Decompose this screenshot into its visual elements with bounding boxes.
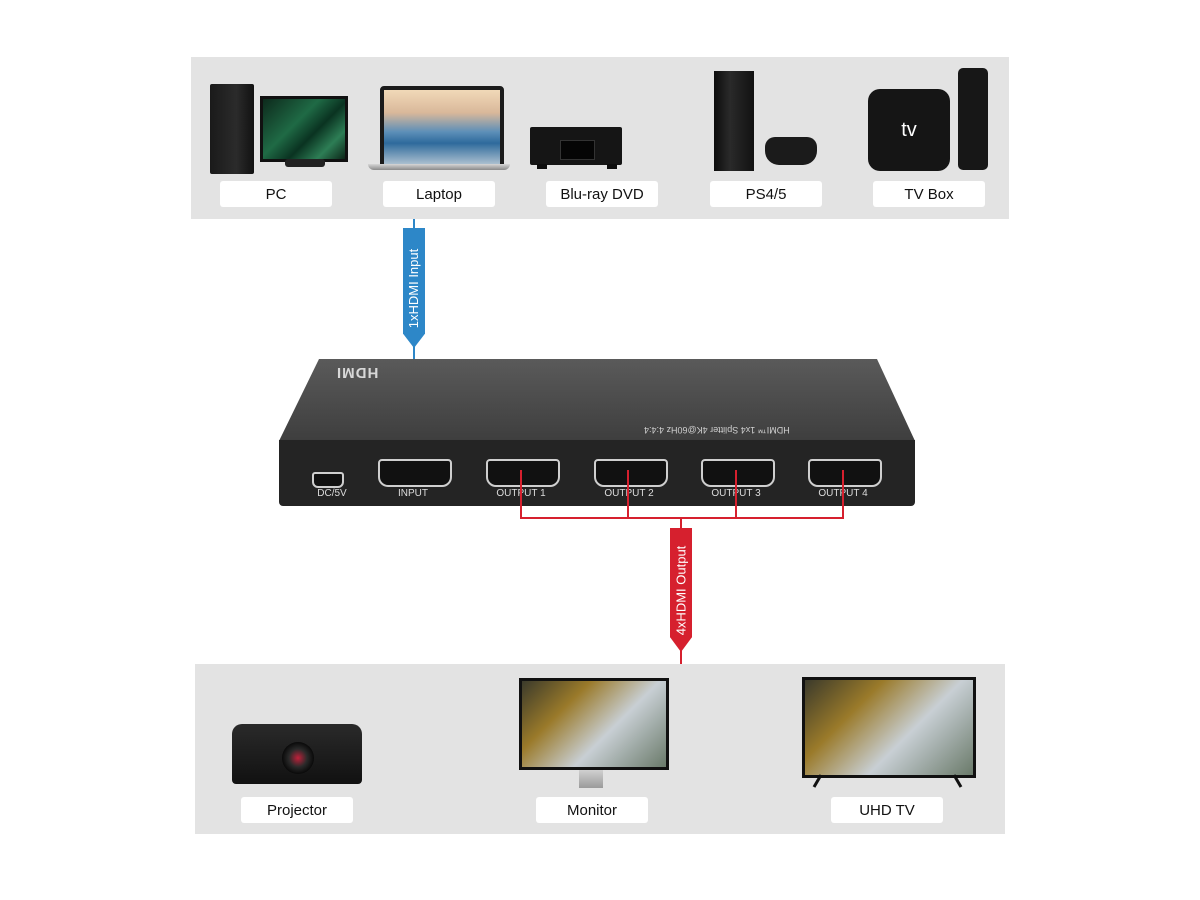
source-label-ps: PS4/5 xyxy=(710,181,822,207)
splitter-model-text: HDMI™ 1x4 Splitter 4K@60Hz 4:4:4 xyxy=(644,425,790,435)
source-label-tvbox: TV Box xyxy=(873,181,985,207)
input-tag: 1xHDMI Input xyxy=(403,228,425,348)
source-label-bluray: Blu-ray DVD xyxy=(546,181,658,207)
hdmi-output-port-2 xyxy=(594,459,668,487)
display-label-monitor: Monitor xyxy=(536,797,648,823)
display-label-uhd-tv: UHD TV xyxy=(831,797,943,823)
hdmi-output-port-1 xyxy=(486,459,560,487)
source-label-pc: PC xyxy=(220,181,332,207)
hdmi-output-port-3 xyxy=(701,459,775,487)
output-tag: 4xHDMI Output xyxy=(670,528,692,652)
port-label-output-2: OUTPUT 2 xyxy=(604,488,654,499)
display-label-projector: Projector xyxy=(241,797,353,823)
hdmi-output-port-4 xyxy=(808,459,882,487)
source-label-laptop: Laptop xyxy=(383,181,495,207)
port-label-input: INPUT xyxy=(398,488,428,499)
dc-power-port xyxy=(312,472,344,488)
hdmi-logo: HDMI xyxy=(336,364,379,381)
hdmi-input-port xyxy=(378,459,452,487)
port-label-dc: DC/5V xyxy=(317,488,347,499)
